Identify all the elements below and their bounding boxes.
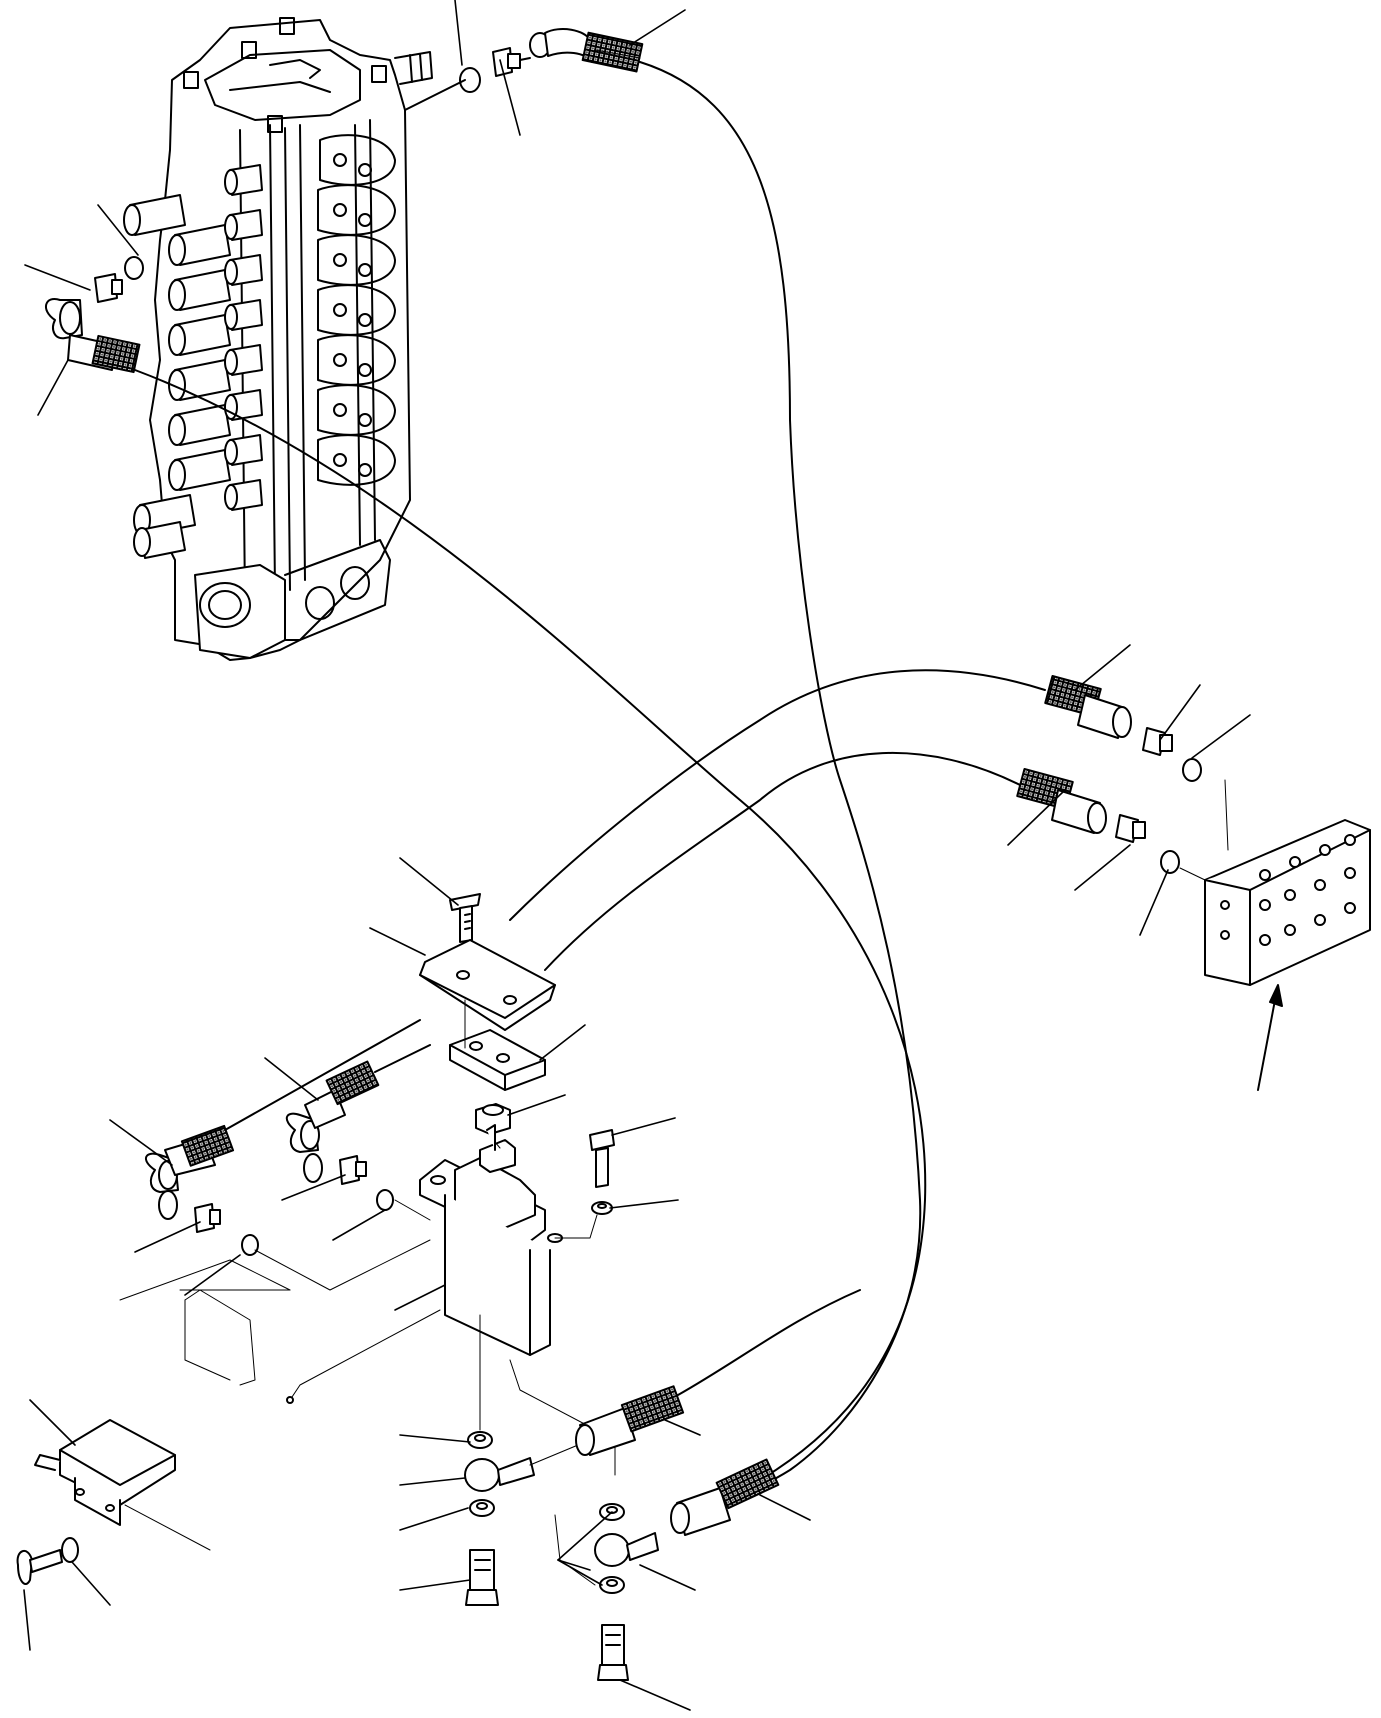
block-pointer-arrow [1257, 984, 1283, 1091]
o-ring-switch-left [241, 1234, 259, 1256]
adapter-top [492, 47, 531, 77]
o-ring-switch-right [376, 1189, 394, 1211]
junction-block [1204, 819, 1371, 986]
elbow-left [45, 298, 141, 374]
crossing-hoses [509, 669, 1046, 971]
adapter-left [94, 273, 123, 303]
o-ring-right-lower [1160, 850, 1180, 874]
cover-plate [16, 1259, 441, 1585]
switch-hoses [145, 1060, 394, 1256]
control-valve [123, 17, 466, 661]
right-upper-fittings [1044, 675, 1229, 851]
clamp-assembly [419, 893, 556, 1135]
o-ring-right-upper [1182, 758, 1202, 782]
leader-lines [23, 0, 1251, 1711]
right-lower-fittings [1016, 768, 1206, 881]
switch-hose-lines [224, 1019, 431, 1291]
elbow-top [529, 28, 644, 73]
left-hose-assembly [45, 256, 927, 1481]
banjo-fitting-left [464, 1314, 591, 1606]
top-hose-assembly [459, 28, 922, 1511]
lower-hose-ends [575, 1289, 861, 1536]
o-ring-left [124, 256, 144, 280]
o-ring-top [459, 67, 481, 93]
pressure-switch [419, 1124, 615, 1356]
